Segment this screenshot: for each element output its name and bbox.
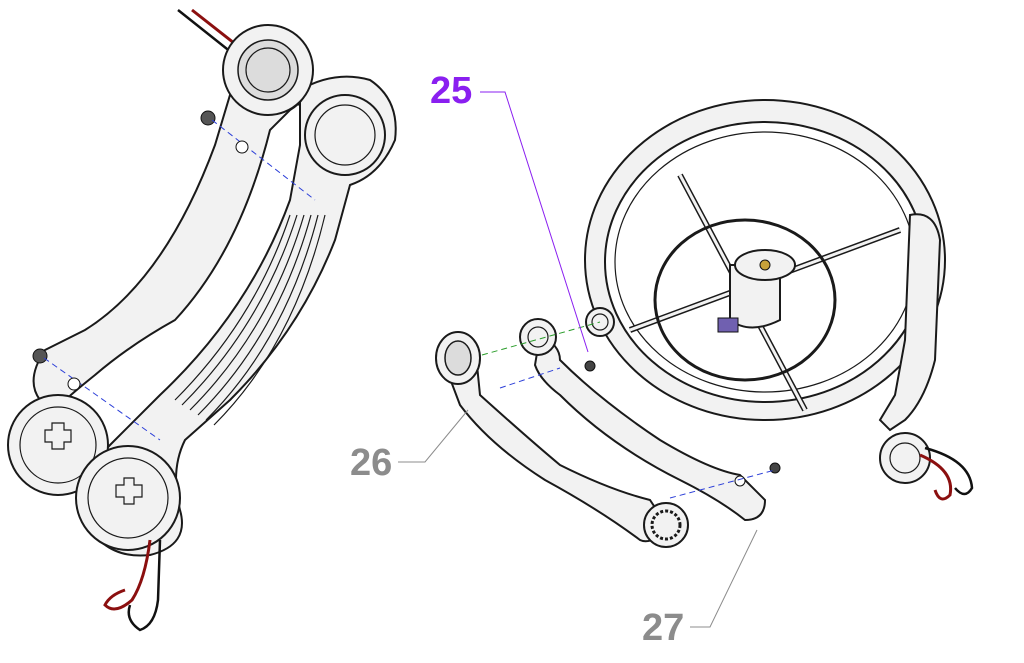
- bottom-wire-black: [127, 539, 162, 632]
- right-bracket-hub: [879, 432, 931, 484]
- bottom-wire-red: [103, 539, 152, 611]
- callout-25-leader: [480, 91, 589, 353]
- screw-icon: [32, 110, 216, 364]
- callout-26-label: 26: [350, 442, 392, 484]
- part-26-arm: [435, 331, 689, 548]
- right-bracket: [878, 213, 942, 432]
- callout-25-label: 25: [430, 70, 472, 112]
- center-ring: [653, 218, 837, 382]
- part-27-arm: [519, 318, 767, 522]
- callout-27-label: 27: [642, 607, 684, 649]
- ring-housing: [584, 99, 974, 501]
- screw-icon: [584, 360, 781, 474]
- part-26-gear-hub: [643, 502, 689, 548]
- rear-top-ring: [304, 94, 386, 176]
- callout-27-leader: [690, 529, 758, 628]
- callout-26-leader: [398, 409, 469, 463]
- left-arm-assembly: [7, 8, 397, 632]
- part-27-top-ring: [519, 318, 557, 356]
- left-second-hub: [75, 445, 181, 551]
- motor-icon: [717, 249, 796, 333]
- rear-rail-layers: [174, 214, 326, 426]
